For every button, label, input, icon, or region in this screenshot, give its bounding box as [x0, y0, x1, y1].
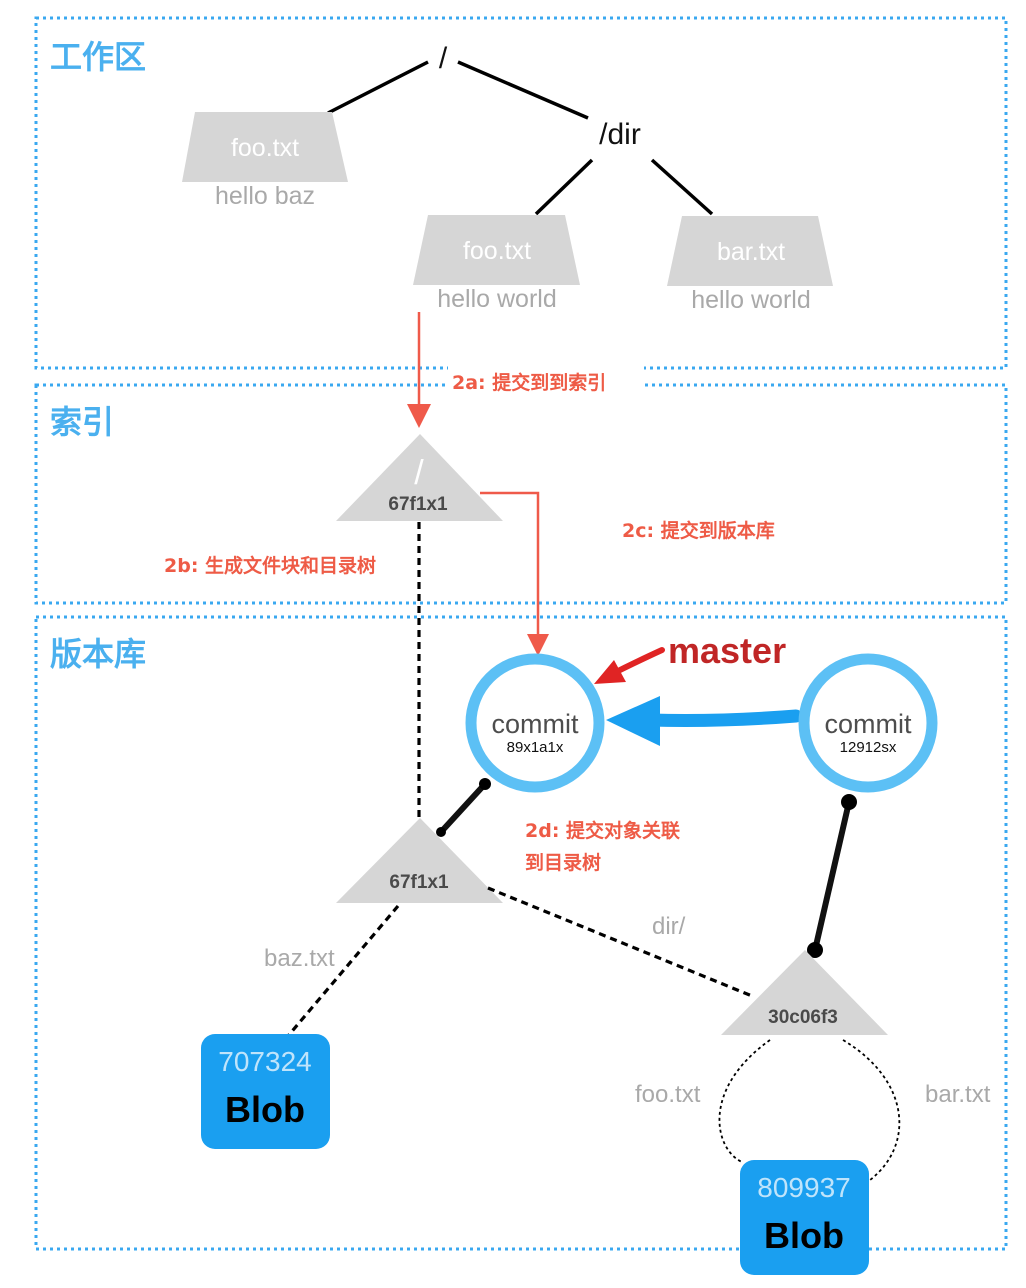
parent-arrow-head: [606, 696, 660, 746]
link-dot: [436, 827, 446, 837]
commit-hash: 89x1a1x: [507, 739, 564, 756]
edge-root-dir: [457, 60, 589, 120]
root-path-label: /: [439, 42, 448, 75]
master-arrow-head: [594, 660, 626, 684]
tree-icon: [721, 950, 888, 1035]
tree-hash: 30c06f3: [768, 1007, 838, 1028]
file-name: bar.txt: [717, 238, 785, 266]
arrow-2c-line: [480, 491, 540, 640]
commit-12912sx: commit 12912sx: [798, 653, 938, 793]
commit-hash: 12912sx: [840, 739, 897, 756]
commit-ring: [798, 653, 938, 793]
blob-word: Blob: [764, 1215, 844, 1256]
zone-index-label: 索引: [50, 403, 114, 441]
zone-repo-border: [34, 615, 1008, 1251]
file-bar-dir: bar.txt hello world: [667, 216, 833, 314]
edge-label-dir: dir/: [652, 913, 686, 940]
file-content: hello world: [437, 285, 557, 313]
index-tree-path: /: [414, 454, 424, 492]
step-2c-label: 2c: 提交到版本库: [622, 519, 775, 542]
step-2a-bg: [448, 362, 644, 392]
arrow-2c: [480, 491, 549, 656]
file-foo-root: foo.txt hello baz: [182, 112, 348, 210]
file-icon: [667, 216, 833, 286]
blob-box: [740, 1160, 869, 1275]
step-2d-label-line1: 2d: 提交对象关联: [525, 819, 680, 842]
arrow-2a-head: [407, 404, 431, 428]
blob-word: Blob: [225, 1089, 305, 1130]
commit-word: commit: [492, 709, 579, 739]
file-name: foo.txt: [463, 237, 531, 265]
commit-ring: [465, 653, 605, 793]
zone-repo: 版本库: [34, 615, 1008, 1251]
file-icon: [413, 215, 580, 285]
commit-word: commit: [825, 709, 912, 739]
workdir-tree: / /dir foo.txt hello baz foo.txt hello w…: [182, 42, 833, 314]
file-name: foo.txt: [231, 134, 299, 162]
edge-sub-bar: [842, 1039, 901, 1181]
repo-root-tree: 67f1x1: [336, 818, 503, 903]
edge-dir-foo: [534, 158, 594, 216]
arrow-2c-head: [527, 634, 549, 656]
file-foo-dir: foo.txt hello world: [413, 215, 580, 313]
file-content: hello world: [691, 286, 811, 314]
link-dot: [807, 942, 823, 958]
link-commit2-tree: [812, 801, 852, 951]
repo-sub-tree: 30c06f3: [721, 950, 888, 1035]
blob-hash: 809937: [757, 1172, 850, 1203]
edge-dir-bar: [650, 158, 714, 216]
file-icon: [182, 112, 348, 182]
tree-edges: baz.txt dir/ foo.txt bar.txt: [264, 886, 991, 1181]
step-2a-label: 2a: 提交到到索引: [452, 371, 606, 394]
parent-arrow-line: [643, 709, 803, 727]
edge-label-baz: baz.txt: [264, 945, 335, 972]
index-tree: / 67f1x1: [336, 434, 503, 521]
file-content: hello baz: [215, 182, 315, 210]
blob-809937: 809937 Blob: [740, 1160, 869, 1275]
edge-label-bar: bar.txt: [925, 1081, 991, 1108]
tree-icon: [336, 818, 503, 903]
zone-repo-label: 版本库: [50, 635, 146, 673]
edge-root-foo: [327, 60, 429, 115]
index-tree-hash: 67f1x1: [388, 494, 448, 515]
step-2b-label: 2b: 生成文件块和目录树: [164, 554, 376, 577]
edge-root-dir: [487, 886, 753, 998]
master-pointer: master: [594, 630, 786, 684]
link-dot: [479, 778, 491, 790]
blob-box: [201, 1034, 330, 1149]
index-tree-icon: [336, 434, 503, 521]
zone-workdir: 工作区: [34, 16, 1008, 370]
step-2a: 2a: 提交到到索引: [407, 312, 644, 428]
edge-label-foo: foo.txt: [635, 1081, 701, 1108]
step-2d-label-line2: 到目录树: [525, 851, 601, 874]
zone-workdir-label: 工作区: [50, 38, 146, 76]
edge-sub-foo: [718, 1039, 771, 1163]
link-commit1-tree: [438, 781, 488, 835]
tree-hash: 67f1x1: [389, 872, 449, 893]
link-dot: [841, 794, 857, 810]
commit-tree-links: [436, 778, 857, 958]
zone-workdir-border: [34, 16, 1008, 370]
dir-path-label: /dir: [599, 118, 641, 151]
commit-89x1a1x: commit 89x1a1x: [465, 653, 605, 793]
blob-707324: 707324 Blob: [201, 1034, 330, 1149]
parent-arrow: [606, 696, 803, 746]
blob-hash: 707324: [218, 1046, 311, 1077]
branch-label: master: [668, 630, 786, 671]
edge-root-baz: [286, 904, 400, 1038]
